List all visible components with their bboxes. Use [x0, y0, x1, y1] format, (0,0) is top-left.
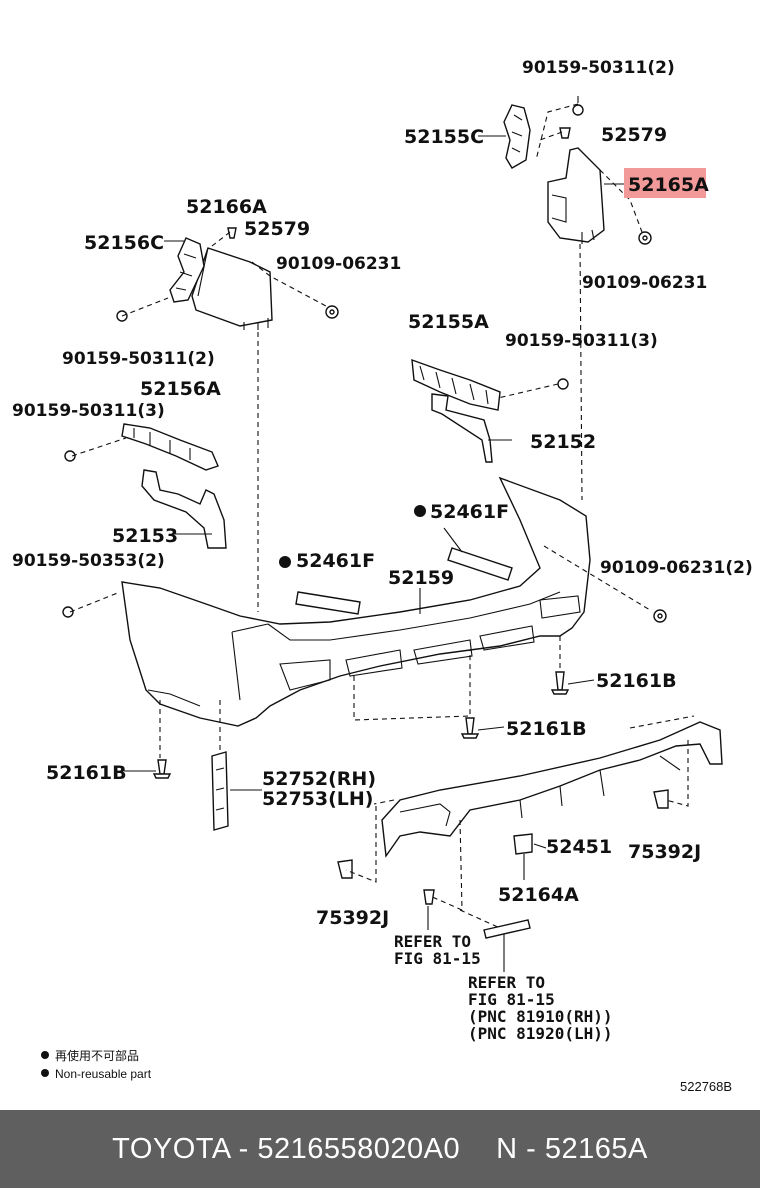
label-refer2-line4: (PNC 81920(LH)) — [468, 1024, 613, 1043]
legend-text-en: Non-reusable part — [55, 1067, 152, 1081]
pad-52461f-right — [447, 547, 513, 581]
label-52156c: 52156C — [84, 232, 164, 254]
rivet-52161b-middle — [460, 717, 480, 739]
bracket-52156a — [121, 423, 219, 471]
reflector-52752-52753 — [211, 751, 229, 831]
label-52159: 52159 — [388, 567, 454, 589]
bumper-cover-52159 — [121, 476, 591, 727]
clip-90159-top — [572, 96, 584, 116]
side-piece-52165a — [547, 147, 605, 244]
figure-id: 522768B — [680, 1079, 732, 1094]
label-refer2-line2: FIG 81-15 — [468, 990, 555, 1009]
label-52152: 52152 — [530, 431, 596, 453]
screw-90159-50353 — [62, 606, 74, 618]
clip-refer-81-15 — [423, 889, 435, 905]
label-52461f-right: 52461F — [430, 501, 509, 523]
label-90109-06231-left: 90109-06231 — [276, 254, 401, 274]
bracket-52152 — [431, 393, 493, 463]
label-90109-06231-right: 90109-06231 — [582, 273, 707, 293]
legend-text-zh: 再使用不可部品 — [55, 1048, 139, 1063]
label-90159-50311-3-left: 90159-50311(3) — [12, 401, 165, 421]
rivet-52161b-left — [152, 759, 172, 779]
label-52161b-left: 52161B — [46, 762, 127, 784]
footer-pnc: N - 52165A — [496, 1132, 648, 1165]
solid-leader-lines — [124, 135, 626, 972]
screw-90109-bumper — [653, 609, 667, 623]
label-90159-50353-2: 90159-50353(2) — [12, 551, 165, 571]
bracket-52156c — [169, 237, 205, 303]
clip-52579-left — [227, 227, 237, 239]
bracket-52155c — [503, 104, 531, 169]
parts-diagram: 90159-50311(2) 52155C 52579 52165A 90109… — [12, 58, 753, 1094]
cap-52164a — [513, 833, 533, 855]
clip-90159-left-mid — [64, 450, 76, 462]
label-52155c: 52155C — [404, 126, 484, 148]
footer-part-number: TOYOTA - 5216558020A0 — [112, 1132, 461, 1165]
label-90109-06231-2: 90109-06231(2) — [600, 558, 753, 578]
label-refer1-line1: REFER TO — [394, 932, 471, 951]
label-refer1-line2: FIG 81-15 — [394, 949, 481, 968]
bracket-52155a — [411, 358, 501, 411]
label-52753-lh: 52753(LH) — [262, 788, 373, 810]
label-52166a: 52166A — [186, 196, 267, 218]
clip-52579-right — [559, 127, 571, 139]
label-75392j-right: 75392J — [628, 841, 701, 863]
footer-bar: TOYOTA - 5216558020A0 N - 52165A — [0, 1110, 760, 1188]
label-90159-50311-3-right: 90159-50311(3) — [505, 331, 658, 351]
pad-52461f-left — [295, 591, 361, 615]
label-52451: 52451 — [546, 836, 612, 858]
label-52155a: 52155A — [408, 311, 489, 333]
label-90159-50311-2-top: 90159-50311(2) — [522, 58, 675, 78]
rivet-52161b-right — [550, 671, 570, 695]
legend-dot-zh — [41, 1051, 49, 1059]
clip-75392j-right — [653, 789, 669, 809]
label-52461f-left: 52461F — [296, 550, 375, 572]
label-52752-rh: 52752(RH) — [262, 768, 376, 790]
label-52165a: 52165A — [628, 174, 709, 196]
label-52579-left: 52579 — [244, 218, 310, 240]
label-refer2-line1: REFER TO — [468, 973, 545, 992]
label-52161b-right: 52161B — [596, 670, 677, 692]
reflector-refer-81910 — [483, 919, 531, 939]
non-reusable-dot-right — [414, 505, 426, 517]
label-52156a: 52156A — [140, 378, 221, 400]
label-52153: 52153 — [112, 525, 178, 547]
label-refer2-line3: (PNC 81910(RH)) — [468, 1007, 613, 1026]
clip-75392j-left — [337, 859, 353, 879]
label-75392j-left: 75392J — [316, 907, 389, 929]
dashed-leader-lines — [69, 103, 695, 929]
non-reusable-dot-left — [279, 556, 291, 568]
label-52161b-middle: 52161B — [506, 718, 587, 740]
label-52579-right: 52579 — [601, 124, 667, 146]
screw-90109-left — [325, 305, 339, 319]
side-piece-52166a — [191, 247, 273, 330]
label-90159-50311-2-left: 90159-50311(2) — [62, 349, 215, 369]
screw-90109-right — [638, 231, 652, 245]
highlight-52165a — [624, 168, 706, 198]
legend-dot-en — [41, 1069, 49, 1077]
clip-90159-center — [557, 378, 569, 390]
label-52164a: 52164A — [498, 884, 579, 906]
bracket-52153 — [141, 469, 227, 549]
